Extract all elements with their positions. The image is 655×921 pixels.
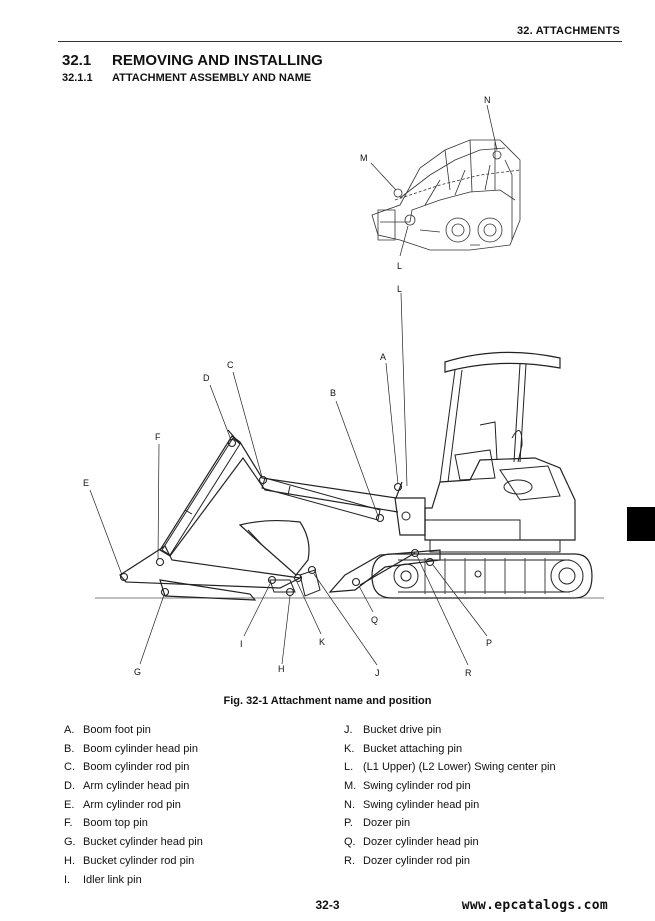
callout-L-inset: L <box>397 261 402 271</box>
list-item: C. Boom cylinder rod pin <box>64 758 203 777</box>
callout-M: M <box>360 153 368 163</box>
list-item: H. Bucket cylinder rod pin <box>64 852 203 871</box>
list-item: E. Arm cylinder rod pin <box>64 796 203 815</box>
callout-L: L <box>397 284 402 294</box>
item-name: Boom cylinder head pin <box>83 742 198 755</box>
arm <box>119 545 302 601</box>
item-name: Bucket cylinder rod pin <box>83 854 195 867</box>
item-name: Boom top pin <box>83 817 148 830</box>
item-key: P. <box>344 817 353 830</box>
section-title: REMOVING AND INSTALLING <box>112 52 323 69</box>
item-name: Bucket cylinder head pin <box>83 836 203 849</box>
item-key: A. <box>64 724 75 736</box>
callout-I: I <box>240 639 243 649</box>
callout-K: K <box>319 637 325 647</box>
header-rule <box>58 41 622 42</box>
item-key: E. <box>64 798 75 811</box>
item-key: H. <box>64 854 75 867</box>
item-key: K. <box>344 742 355 755</box>
chapter-header: 32. ATTACHMENTS <box>516 25 620 37</box>
upper-body <box>424 351 576 553</box>
bucket <box>238 519 310 576</box>
track-assembly <box>371 553 593 599</box>
list-item: A. Boom foot pin <box>64 721 203 740</box>
callout-H: H <box>278 664 285 674</box>
callout-E: E <box>83 478 89 488</box>
callout-J: J <box>375 668 380 678</box>
item-name: Bucket attaching pin <box>363 742 463 755</box>
item-name: Swing cylinder rod pin <box>363 780 471 793</box>
item-name: (L1 Upper) (L2 Lower) Swing center pin <box>363 761 556 774</box>
item-key: C. <box>64 761 75 774</box>
item-key: B. <box>64 742 75 755</box>
item-name: Boom cylinder rod pin <box>83 761 190 774</box>
list-item: G. Bucket cylinder head pin <box>64 833 203 852</box>
item-key: N. <box>344 798 355 811</box>
callout-P: P <box>486 638 492 648</box>
callout-Q: Q <box>371 615 378 625</box>
callout-R: R <box>465 668 472 678</box>
leader-lines <box>89 292 488 666</box>
list-item: D. Arm cylinder head pin <box>64 777 203 796</box>
page-number: 32-3 <box>315 898 340 912</box>
item-name: Boom foot pin <box>83 724 151 736</box>
item-key: G. <box>64 836 76 849</box>
item-name: Arm cylinder head pin <box>83 780 190 793</box>
bucket-link <box>269 579 296 593</box>
figure-caption: Fig. 32-1 Attachment name and position <box>223 695 432 707</box>
item-key: I. <box>64 873 71 886</box>
item-key: D. <box>64 780 75 793</box>
list-item: M. Swing cylinder rod pin <box>344 777 556 796</box>
list-item: B. Boom cylinder head pin <box>64 740 203 759</box>
subsection-number: 32.1.1 <box>62 72 93 84</box>
item-name: Swing cylinder head pin <box>363 798 480 811</box>
list-item: I. Idler link pin <box>64 871 203 890</box>
dozer-blade <box>328 549 441 593</box>
item-key: F. <box>64 817 73 830</box>
item-key: J. <box>344 724 353 736</box>
callout-B: B <box>330 388 336 398</box>
bucket-link-2 <box>299 569 321 597</box>
item-name: Dozer cylinder head pin <box>363 836 479 849</box>
item-name: Bucket drive pin <box>363 724 442 736</box>
pin-markers <box>119 438 435 597</box>
item-key: L. <box>344 761 354 774</box>
watermark: www.epcatalogs.com <box>461 898 608 913</box>
list-item: K. Bucket attaching pin <box>344 740 556 759</box>
swing-bracket <box>394 497 426 536</box>
item-key: M. <box>344 780 357 793</box>
section-number: 32.1 <box>62 52 92 69</box>
callout-N: N <box>484 95 491 105</box>
parts-list-left: A. Boom foot pin B. Boom cylinder head pin… <box>64 721 203 889</box>
list-item: R. Dozer cylinder rod pin <box>344 852 556 871</box>
excavator-figure: N M L L A B C D E F G H I J K P Q R <box>83 95 604 678</box>
list-item: J. Bucket drive pin <box>344 721 556 740</box>
item-name: Dozer cylinder rod pin <box>363 854 470 867</box>
callout-F: F <box>155 432 161 442</box>
chapter-side-tab <box>627 507 655 541</box>
callout-D: D <box>203 373 210 383</box>
arm-cylinder <box>161 437 241 556</box>
callout-A: A <box>380 352 386 362</box>
callout-C: C <box>227 360 234 370</box>
parts-list-right: J. Bucket drive pin K. Bucket attaching pi… <box>344 721 556 871</box>
item-name: Idler link pin <box>83 873 142 886</box>
boom-cylinder <box>261 477 381 521</box>
item-key: Q. <box>344 836 356 849</box>
list-item: Q. Dozer cylinder head pin <box>344 833 556 852</box>
list-item: N. Swing cylinder head pin <box>344 796 556 815</box>
list-item: F. Boom top pin <box>64 814 203 833</box>
list-item: L. (L1 Upper) (L2 Lower) Swing center pin <box>344 758 556 777</box>
list-item: P. Dozer pin <box>344 814 556 833</box>
item-key: R. <box>344 854 355 867</box>
subsection-title: ATTACHMENT ASSEMBLY AND NAME <box>112 72 312 84</box>
callout-G: G <box>134 667 141 677</box>
swing-bracket-inset <box>371 139 521 251</box>
item-name: Arm cylinder rod pin <box>83 798 181 811</box>
item-name: Dozer pin <box>363 817 411 830</box>
